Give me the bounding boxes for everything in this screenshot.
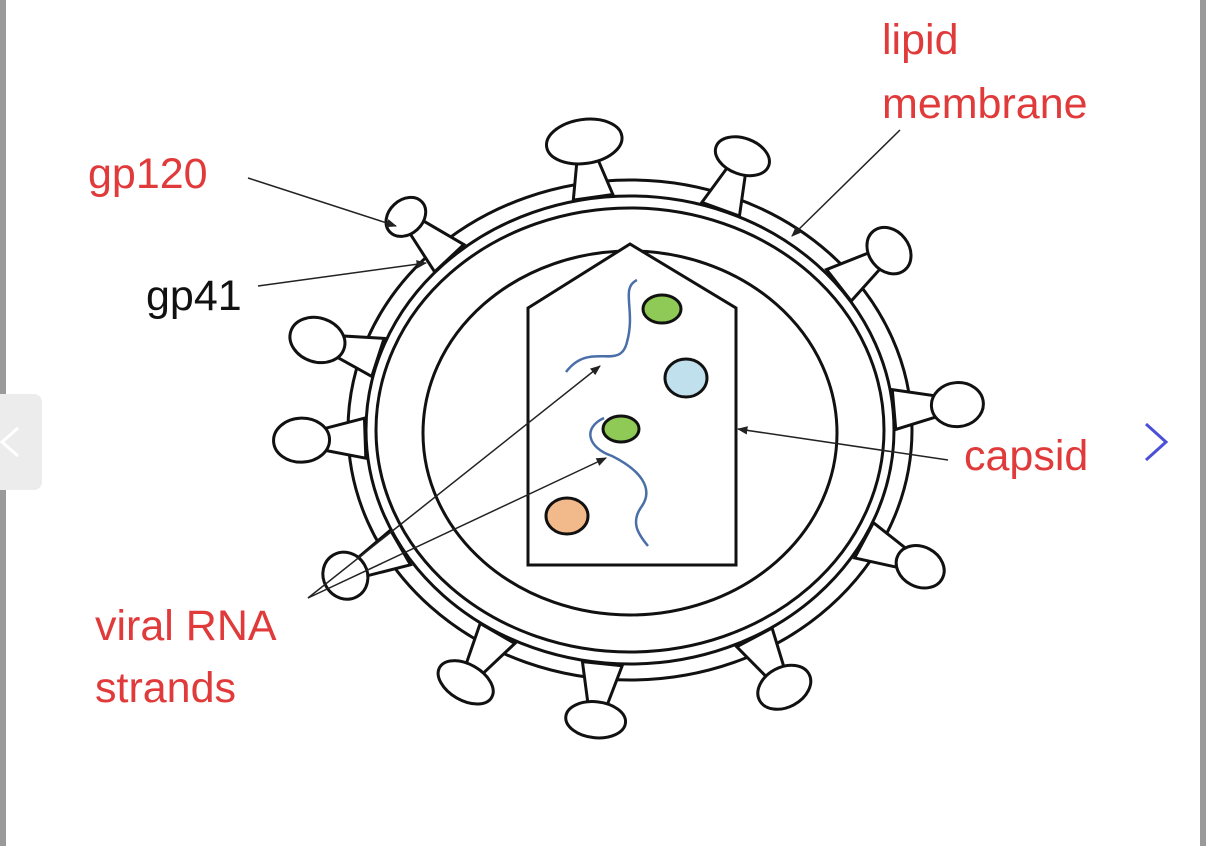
- viral-rna-label-line2: strands: [95, 664, 236, 712]
- particle-orange: [544, 496, 590, 536]
- rna-pointer-1: [307, 365, 601, 599]
- gp120-head: [865, 225, 913, 276]
- capsid-shape: [526, 242, 738, 567]
- particle-green-1: [641, 293, 683, 325]
- chevron-left-icon: [0, 426, 19, 458]
- gp41-pointer: [257, 260, 428, 287]
- particle-blue: [663, 357, 709, 399]
- gp41-label: gp41: [146, 272, 242, 320]
- chevron-right-icon: [1144, 422, 1169, 462]
- viral-rna-label-line1: viral RNA: [95, 602, 277, 650]
- particle-green-2: [601, 414, 641, 444]
- capsid-pointer: [736, 426, 949, 461]
- gp120-head: [545, 117, 624, 166]
- gp120-head: [756, 663, 813, 711]
- gp120-pointer: [247, 177, 397, 228]
- gp120-head: [929, 381, 985, 429]
- lipid-membrane-pointer: [791, 129, 901, 237]
- next-button[interactable]: [1136, 418, 1176, 466]
- viewer-frame-right: [1200, 0, 1206, 846]
- gp120-head: [321, 550, 370, 601]
- gp120-head: [894, 544, 946, 590]
- gp120-label: gp120: [88, 150, 208, 198]
- gp120-head: [713, 135, 771, 178]
- gp120-head: [436, 659, 495, 706]
- glycoprotein-spikes: [272, 117, 985, 740]
- lipid-membrane-label-line1: lipid: [882, 16, 959, 64]
- gp120-head: [288, 315, 347, 365]
- gp120-head: [272, 416, 332, 464]
- gp120-head: [564, 700, 628, 740]
- lipid-membrane-label-line2: membrane: [882, 80, 1088, 128]
- capsid-label: capsid: [964, 432, 1088, 480]
- rna-strand-2: [589, 416, 649, 547]
- previous-button[interactable]: [0, 394, 42, 490]
- rna-strand-1: [565, 278, 638, 373]
- rna-pointer-2: [307, 457, 607, 599]
